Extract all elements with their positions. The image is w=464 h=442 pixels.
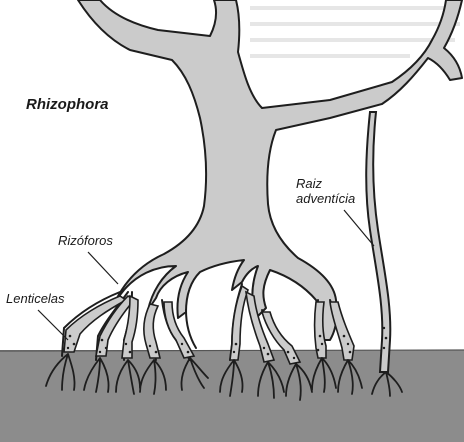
leader-line-lenticelas — [38, 310, 68, 340]
raiz-adventicia-label: Raiz adventícia — [296, 176, 355, 206]
species-title: Rhizophora — [26, 96, 109, 113]
tree-trunk — [78, 0, 462, 340]
raiz-adventicia-root — [366, 112, 390, 372]
leader-line-rizoforos — [88, 252, 118, 284]
lenticelas-label: Lenticelas — [6, 291, 65, 306]
raiz-label-line-2: adventícia — [296, 191, 355, 206]
rizoforos-label: Rizóforos — [58, 233, 113, 248]
raiz-label-line-1: Raiz — [296, 176, 355, 191]
